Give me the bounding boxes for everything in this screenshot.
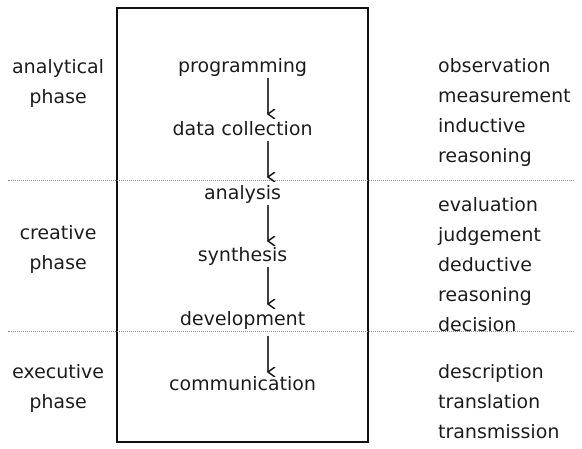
attribute: translation: [438, 391, 541, 413]
attribute: decision: [438, 314, 517, 336]
phase-label-executive: executive phase: [0, 357, 116, 417]
attribute: reasoning: [438, 145, 532, 167]
attribute: deductive: [438, 254, 532, 276]
step-data-collection: data collection: [172, 118, 313, 140]
attribute: observation: [438, 55, 551, 77]
attribute: reasoning: [438, 284, 532, 306]
phase-label-creative: creative phase: [0, 218, 116, 278]
phase-divider-1: [8, 180, 574, 181]
phase-label-analytical: analytical phase: [0, 52, 116, 112]
phase-name-line-1: executive: [12, 361, 104, 383]
phase-name-line-1: analytical: [12, 56, 104, 78]
step-communication: communication: [169, 373, 316, 395]
attribute: transmission: [438, 421, 560, 443]
phase-attributes-analytical: observation measurement inductive reason…: [438, 51, 571, 171]
attribute: judgement: [438, 224, 541, 246]
phase-name-line-2: phase: [29, 86, 87, 108]
attribute: description: [438, 361, 544, 383]
attribute: inductive: [438, 115, 526, 137]
phase-name-line-2: phase: [29, 252, 87, 274]
phase-name-line-2: phase: [29, 391, 87, 413]
phase-name-line-1: creative: [19, 222, 97, 244]
step-programming: programming: [178, 55, 307, 77]
attribute: measurement: [438, 85, 571, 107]
attribute: evaluation: [438, 194, 538, 216]
phase-divider-2: [8, 331, 574, 332]
step-development: development: [179, 308, 306, 330]
step-analysis: analysis: [204, 182, 281, 204]
phase-attributes-executive: description translation transmission: [438, 357, 559, 447]
process-frame: [116, 7, 369, 443]
phase-attributes-creative: evaluation judgement deductive reasoning…: [438, 190, 541, 340]
step-synthesis: synthesis: [197, 244, 288, 266]
